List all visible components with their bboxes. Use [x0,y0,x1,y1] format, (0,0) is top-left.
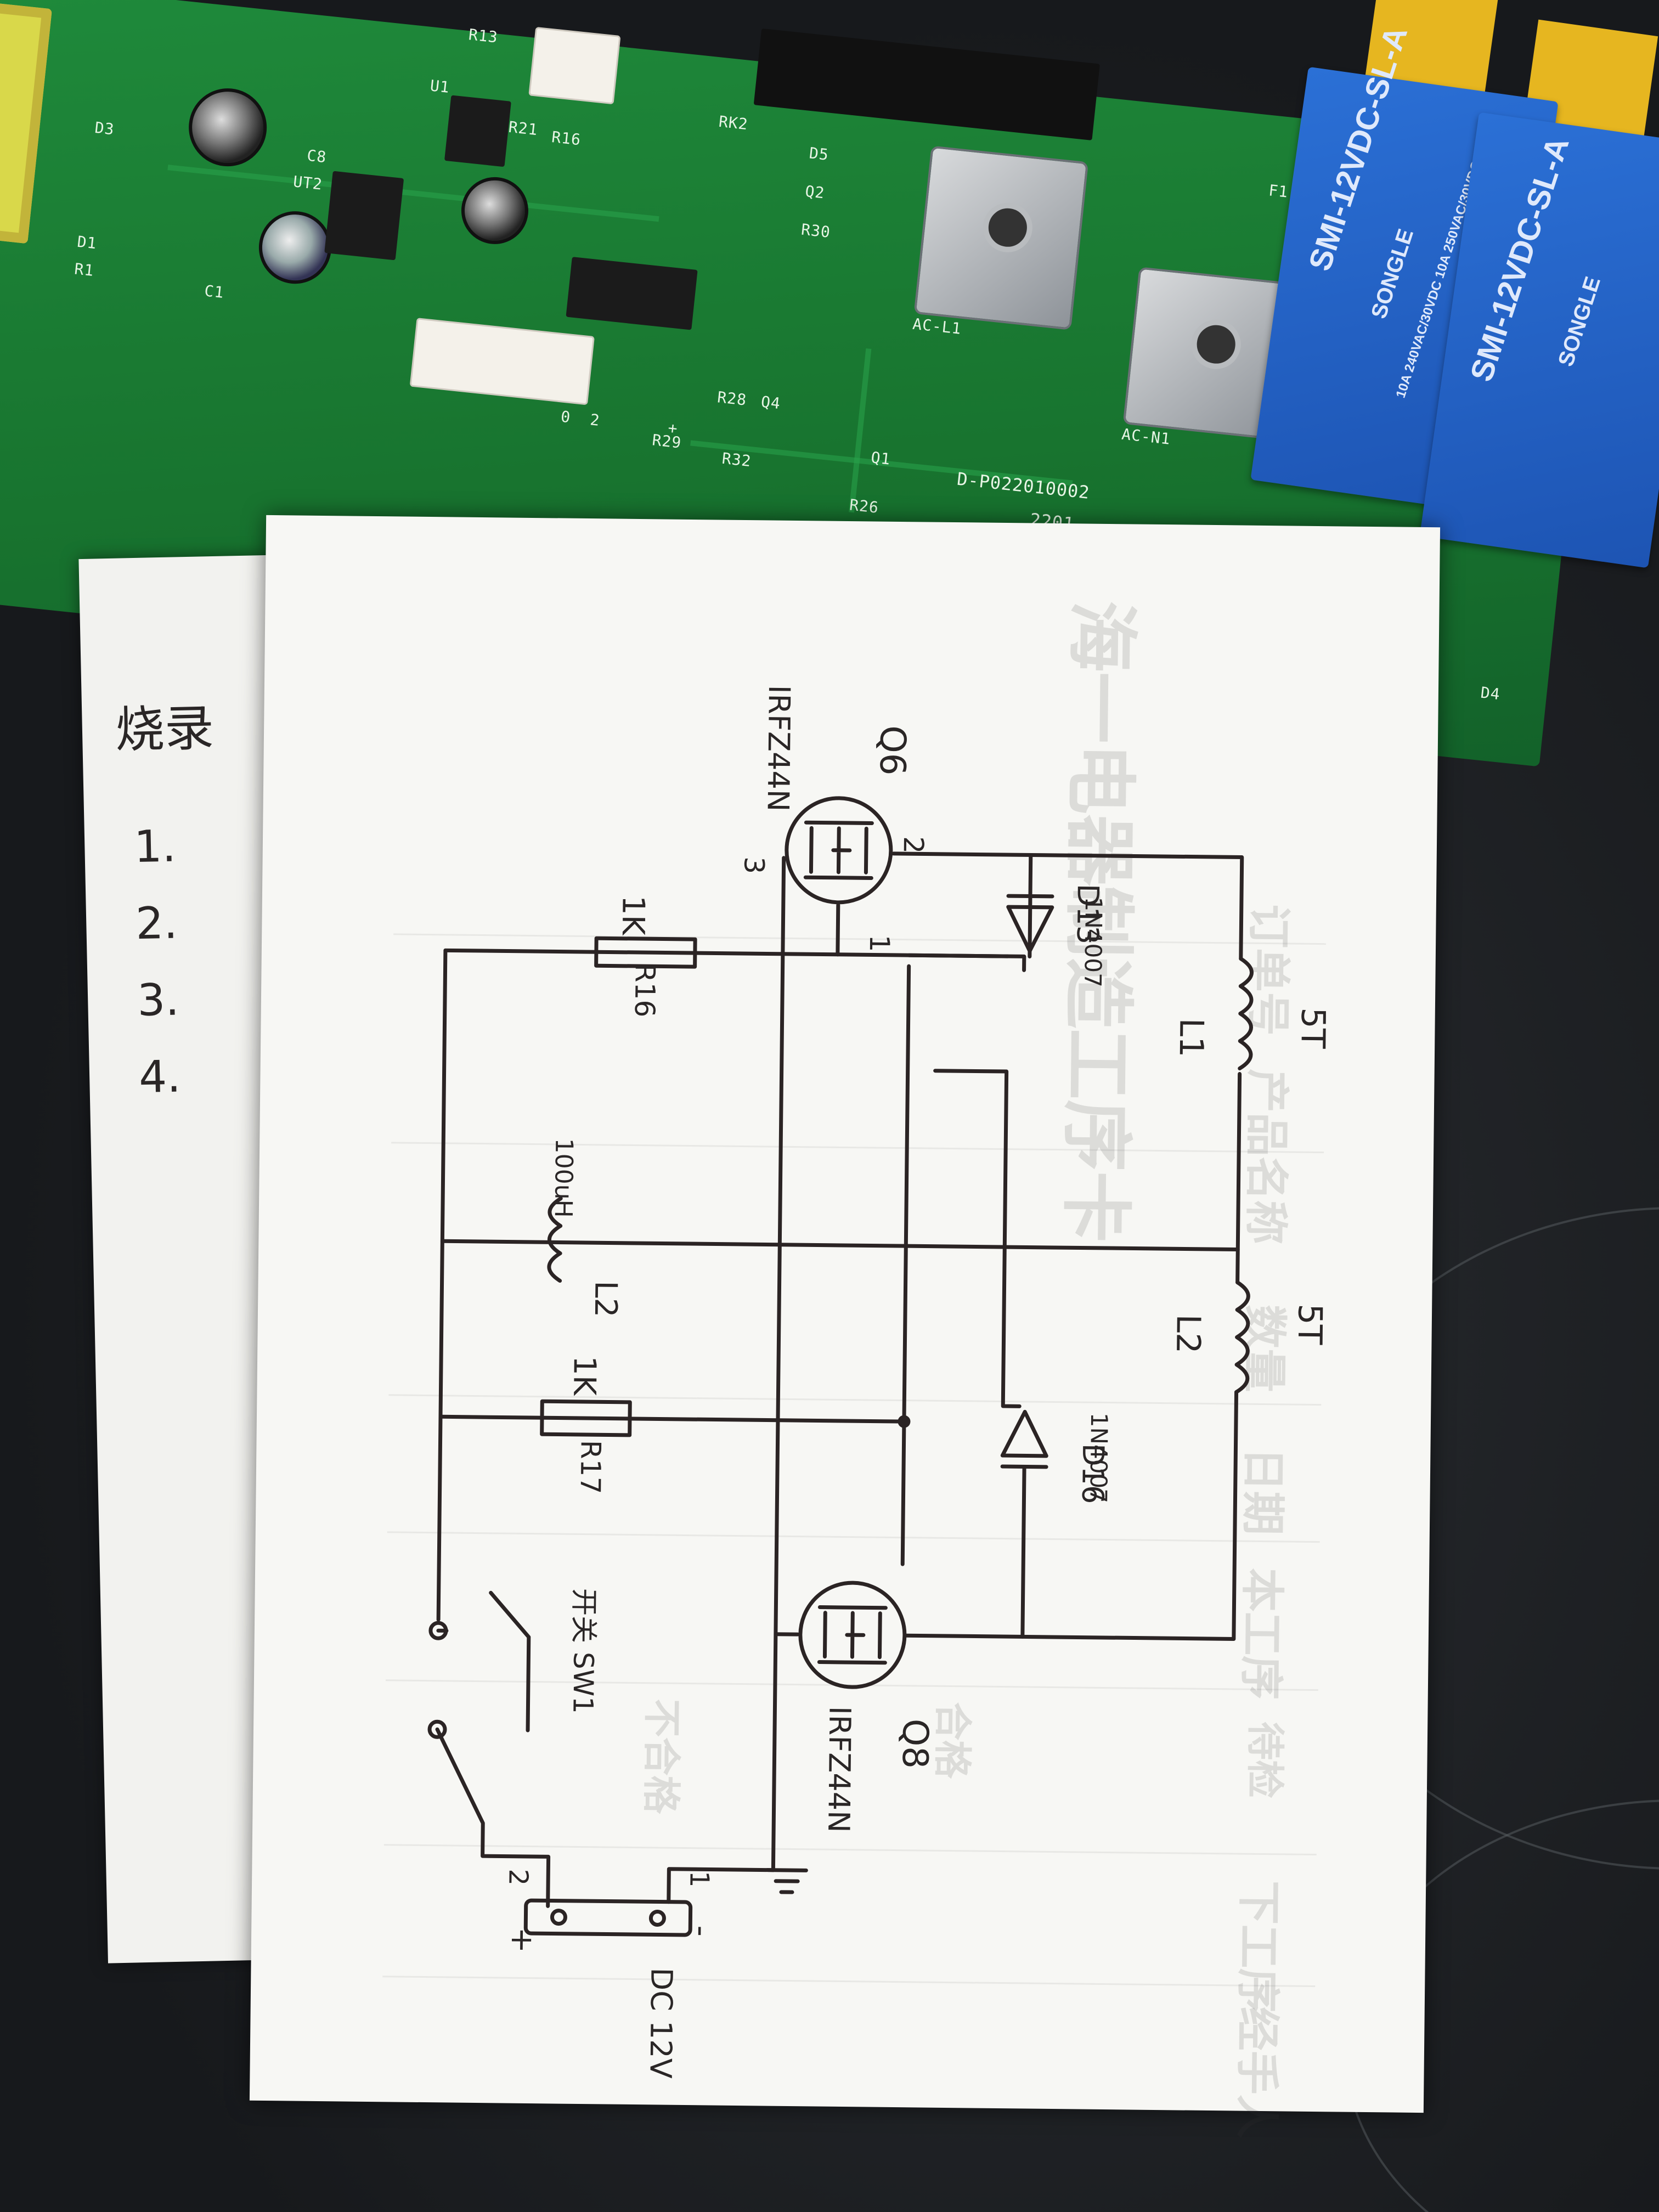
connector-top [528,26,621,105]
r17-value: 1K [566,1356,602,1396]
relay-black [753,28,1100,140]
transformer [0,0,52,244]
ground-symbol [765,1868,808,1894]
dc-minus: - [683,1925,719,1937]
ic-u1 [444,95,511,167]
label-c1: C1 [204,281,225,302]
l1-turns: 5T [1293,1007,1333,1049]
r16-label: R16 [628,963,661,1018]
label-u1: U1 [429,76,451,97]
r17-resistor-symbol [540,1399,632,1437]
sw-label: 开关 SW1 [567,1588,600,1714]
relay-brand: SONGLE [1367,225,1419,322]
label-board-id: D-P022010002 [956,468,1091,503]
r17-label: R17 [574,1440,607,1494]
electrolytic-capacitor [185,84,271,171]
l1-label: L1 [1171,1018,1211,1058]
r16-resistor-symbol [594,936,697,969]
l2-label: L2 [1169,1314,1207,1354]
r16-value: 1K [614,895,651,935]
pin-2: 2 [897,836,930,854]
back-paper-heading: 烧录 [114,699,215,759]
d13-part: 1N4007 [1079,896,1107,988]
dc-pin-2: 2 [503,1869,534,1886]
pin-3: 3 [738,856,770,874]
back-paper-item-1: 1. [133,820,177,873]
back-paper-item-3: 3. [137,974,180,1026]
ic-dip [566,257,698,330]
label-d3: D3 [94,118,116,139]
label-q2: Q2 [804,182,826,202]
label-r13: R13 [467,25,499,47]
l3-label: L2 [587,1280,624,1318]
label-c8: C8 [306,146,328,167]
label-d4: D4 [1480,683,1502,704]
schematic-paper: 海一电器制造工序卡 订单号 产品名称 数量 日期 本工序 待检 合格 不合格 下… [249,515,1441,2138]
label-r16: R16 [550,128,582,149]
l1-inductor-symbol [1238,957,1254,1071]
circuit-schematic [427,796,1254,1937]
label-q1: Q1 [870,448,891,469]
q6-label: Q6 [871,725,913,776]
pin-1: 1 [863,934,896,952]
l3-inductor-symbol [547,1197,563,1283]
ic-ut2 [324,171,404,261]
label-ac-n1: AC-N1 [1120,425,1172,448]
l3-value: 100uH [549,1138,578,1218]
label-d5: D5 [808,144,830,164]
connector-5pin [409,318,595,405]
d16-part: 1N4007 [1085,1412,1113,1504]
q8-part: IRFZ44N [821,1706,857,1833]
q6-mosfet-symbol [785,796,893,905]
label-r1: R1 [73,259,95,280]
back-paper-item-4: 4. [138,1051,182,1103]
label-ut2: UT2 [292,172,324,194]
label-r32: R32 [721,449,753,471]
terminal-ac-l1 [913,145,1089,330]
q6-part: IRFZ44N [760,685,797,812]
dc-label: DC 12V [643,1967,679,2079]
electrolytic-capacitor [458,173,532,247]
label-fuse: F1 [1267,181,1289,201]
l2-turns: 5T [1290,1304,1329,1345]
d16-diode-symbol [1000,1409,1048,1469]
electrolytic-capacitor [255,207,335,287]
label-q4: Q4 [760,392,782,413]
label-r28: R28 [716,388,748,409]
dc-pin-1: 1 [684,1870,715,1888]
d13-diode-symbol [1006,894,1054,953]
label-rk2: RK2 [718,112,749,134]
label-d1: D1 [76,232,98,253]
label-r30: R30 [800,220,832,241]
label-ac-l1: AC-L1 [911,314,963,338]
q8-label: Q8 [894,1718,935,1769]
label-r21: R21 [507,117,539,139]
label-r26: R26 [848,495,880,517]
back-paper-item-2: 2. [135,897,178,950]
switch-terminal [427,1719,447,1739]
dc-plus: + [504,1927,540,1954]
relay-brand: SONGLE [1553,273,1605,370]
dc-connector-symbol [523,1898,693,1937]
label-conn-pins: 0 2 + [560,407,679,438]
l2-inductor-symbol [1234,1280,1250,1394]
